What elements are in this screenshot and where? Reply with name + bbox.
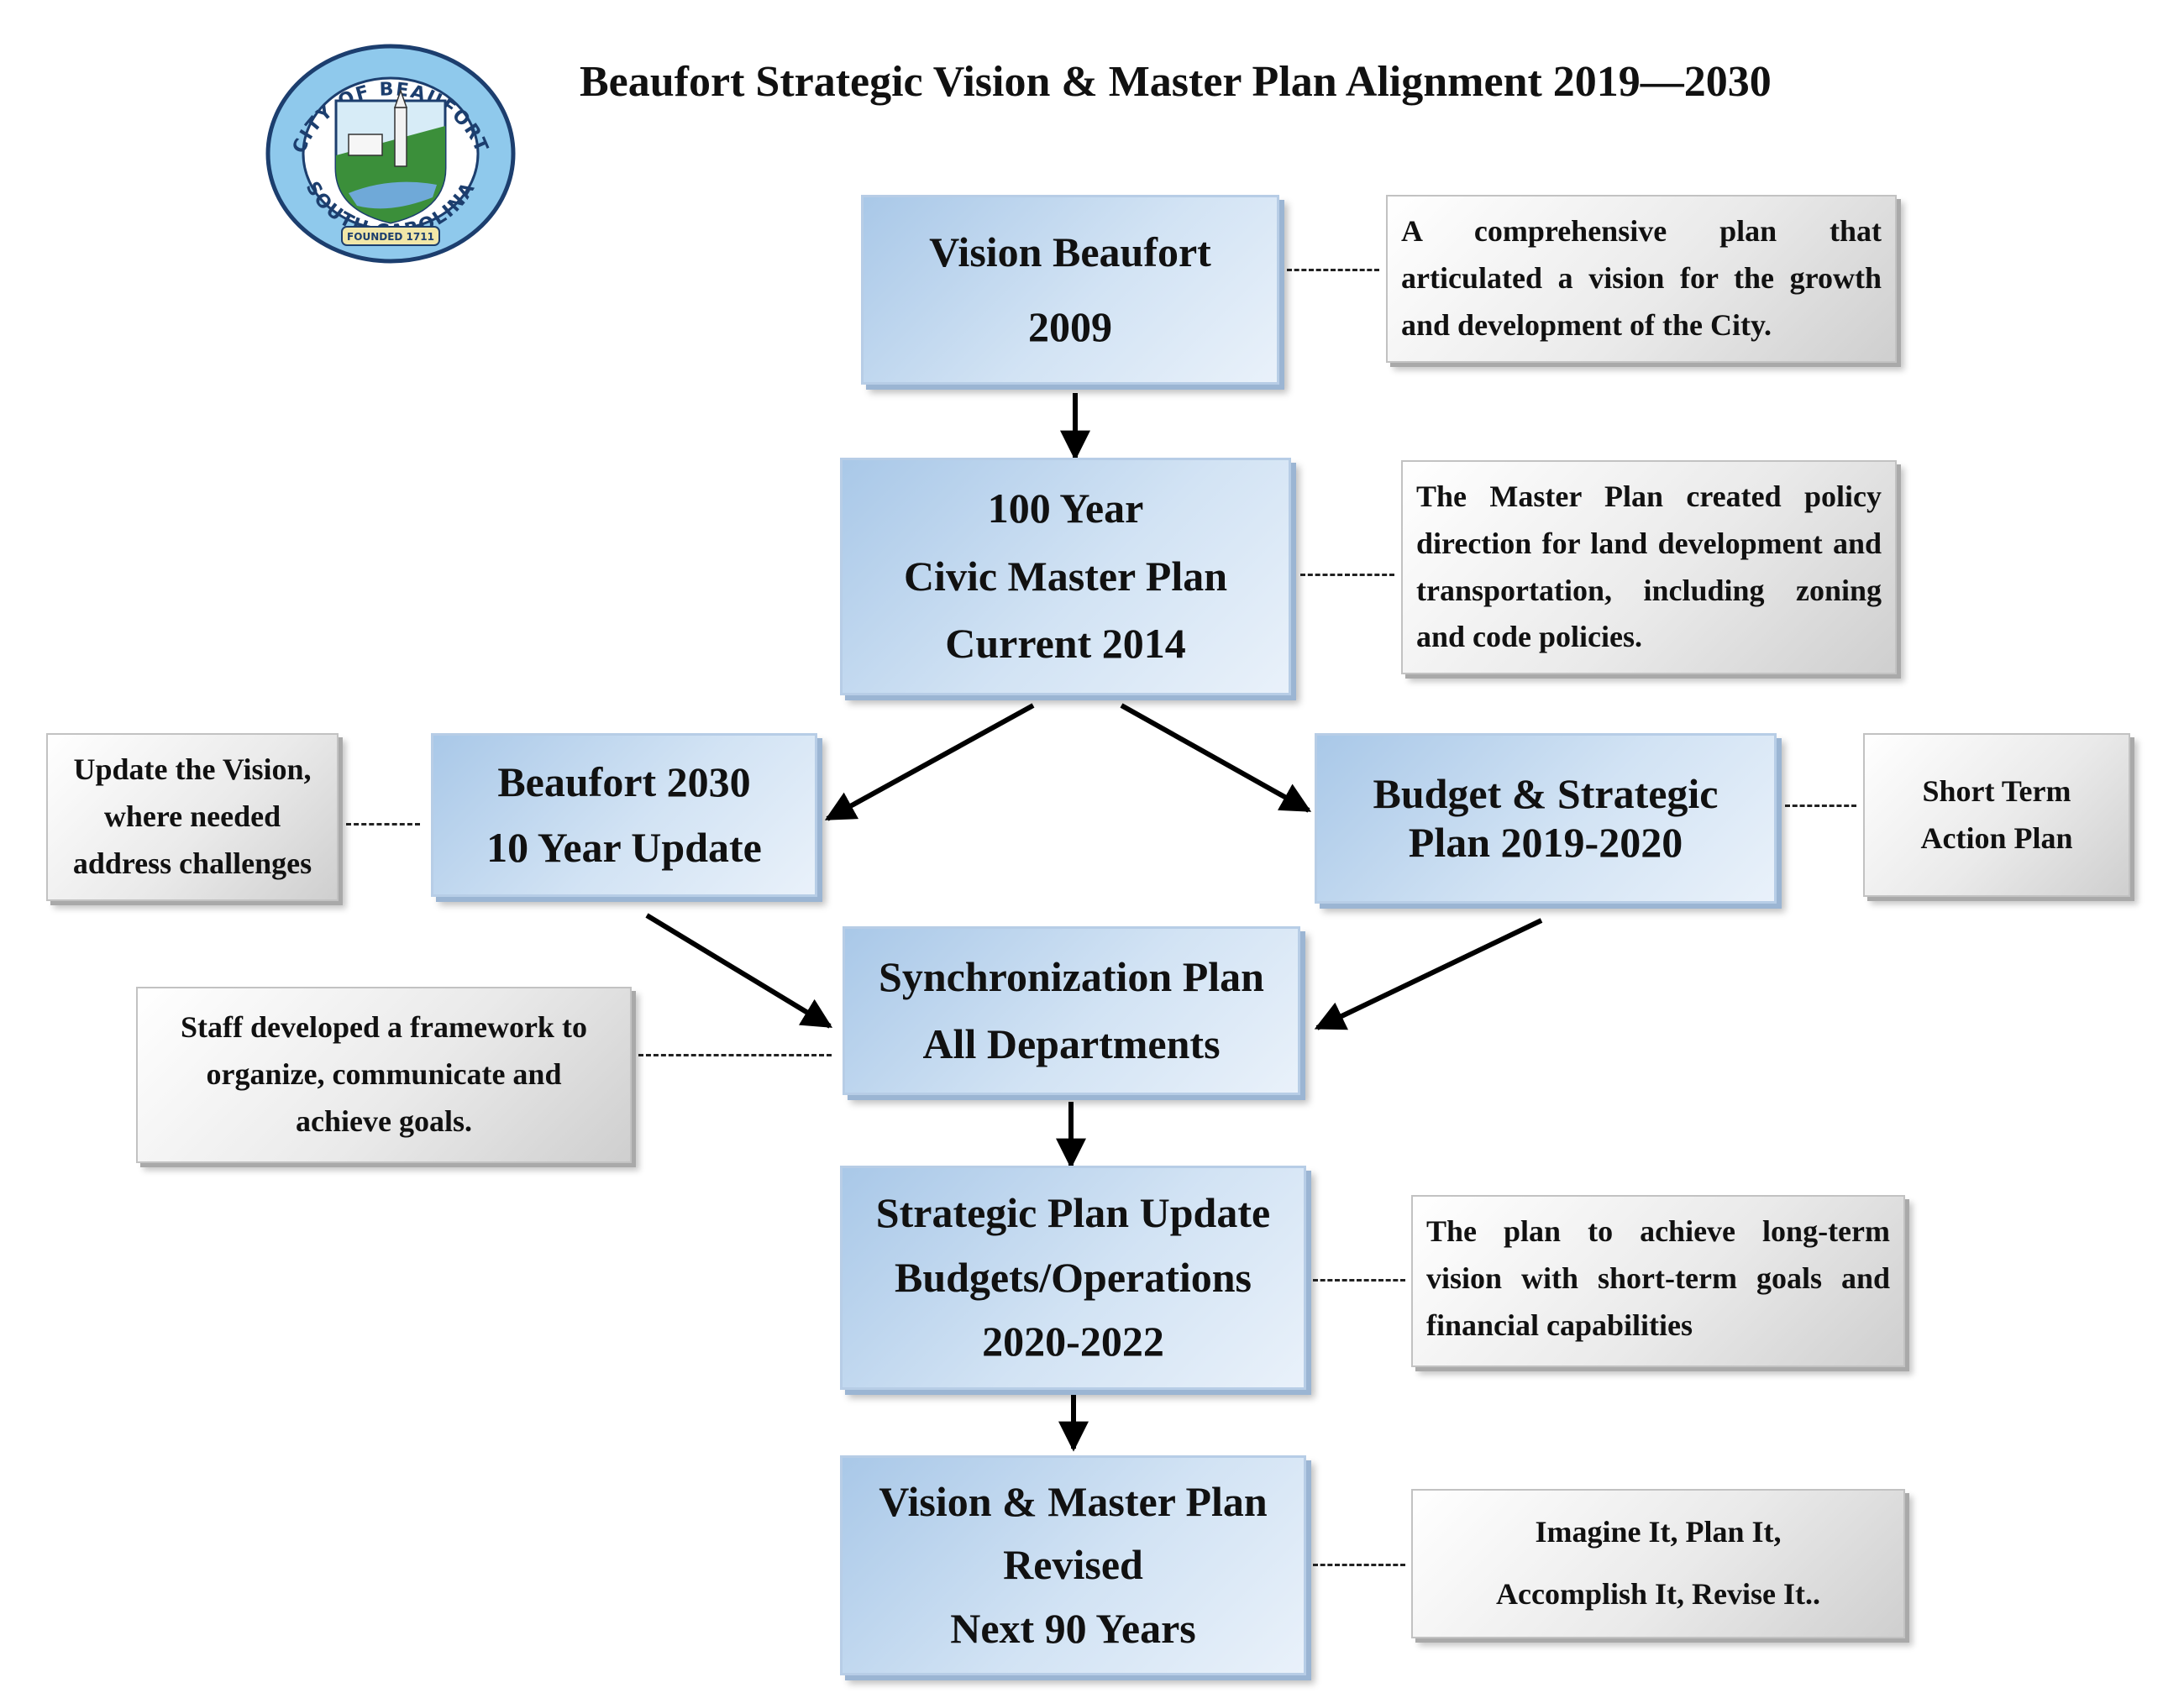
dash-2030-note [346,823,420,826]
note-beaufort-2030: Update the Vision, where needed address … [46,733,339,901]
node-budget-strategic-plan: Budget & Strategic Plan 2019-2020 [1315,733,1777,904]
dash-update-note [1313,1279,1405,1282]
node-line: Beaufort 2030 [497,757,751,805]
note-strategic-update: The plan to achieve long-term vision wit… [1411,1195,1905,1367]
note-synchronization: Staff developed a framework to organize,… [136,987,632,1163]
node-vision-master-plan-revised: Vision & Master Plan Revised Next 90 Yea… [840,1455,1306,1675]
note-vision-beaufort: A comprehensive plan that articulated a … [1386,195,1897,363]
node-line: Vision & Master Plan [879,1477,1268,1525]
node-line: 2009 [1028,302,1112,350]
dash-budget-note [1785,805,1856,807]
node-line: Budget & Strategic [1373,770,1719,817]
node-line: Synchronization Plan [879,952,1264,1000]
arrow-2030-to-sync [645,913,833,1029]
note-line: Staff developed a framework to [181,1010,587,1045]
dash-civic-note [1300,574,1394,576]
note-civic-master-plan: The Master Plan created policy direction… [1401,460,1897,674]
node-beaufort-2030: Beaufort 2030 10 Year Update [431,733,817,897]
note-line: Action Plan [1920,820,2073,855]
arrow-civic-to-budget [1120,703,1312,813]
note-line: Short Term [1922,773,2071,808]
note-line: address challenges [72,846,312,880]
note-line: Accomplish It, Revise It.. [1496,1577,1820,1611]
note-line: organize, communicate and [206,1057,562,1092]
node-line: Vision Beaufort [929,228,1211,275]
node-strategic-plan-update: Strategic Plan Update Budgets/Operations… [840,1166,1306,1390]
node-line: 100 Year [987,485,1144,532]
node-line: Strategic Plan Update [875,1189,1271,1237]
node-civic-master-plan: 100 Year Civic Master Plan Current 2014 [840,458,1291,695]
node-line: 2020-2022 [982,1318,1164,1365]
node-line: Next 90 Years [950,1604,1196,1652]
node-line: Plan 2019-2020 [1408,818,1683,866]
node-line: Civic Master Plan [903,552,1228,600]
note-line: where needed [103,799,281,834]
note-line: achieve goals. [296,1103,472,1138]
note-budget-strategic: Short Term Action Plan [1863,733,2130,897]
node-vision-beaufort-2009: Vision Beaufort 2009 [861,195,1279,385]
arrow-budget-to-sync [1314,918,1543,1030]
dash-vision-note [1287,269,1379,271]
node-line: 10 Year Update [486,823,762,871]
node-line: Revised [1003,1541,1143,1589]
page-title: Beaufort Strategic Vision & Master Plan … [580,58,1772,106]
note-line: Imagine It, Plan It, [1535,1515,1782,1549]
dash-revised-note [1313,1564,1405,1566]
node-synchronization-plan: Synchronization Plan All Departments [843,926,1300,1095]
seal-founded-text: FOUNDED 1711 [347,231,434,243]
note-vision-revised: Imagine It, Plan It, Accomplish It, Revi… [1411,1489,1905,1638]
node-line: All Departments [922,1019,1221,1067]
arrow-civic-to-2030 [824,703,1035,821]
city-seal-logo: CITY OF BEAUFORT SOUTH CAROLINA FOUNDED … [265,44,516,264]
dash-sync-note [638,1054,832,1056]
node-line: Current 2014 [945,620,1186,668]
note-line: Update the Vision, [73,752,312,787]
node-line: Budgets/Operations [894,1253,1252,1301]
